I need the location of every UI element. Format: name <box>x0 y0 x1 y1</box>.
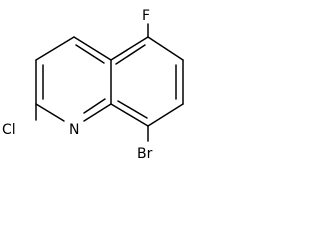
quinoline-structure-diagram: F N Cl Br <box>2 8 184 162</box>
bond-n1-c2 <box>35 103 65 122</box>
bond-c8-c8a <box>110 103 149 127</box>
double-bond-inner-c8-c8a <box>117 100 148 119</box>
bond-c3-c4 <box>73 36 112 61</box>
fluorine-label: F <box>142 8 150 24</box>
bond-c4a-n1 <box>83 103 112 122</box>
bond-c4-c5 <box>110 36 149 61</box>
double-bond-inner-c5-c4 <box>115 44 146 65</box>
chlorine-label: Cl <box>2 122 16 138</box>
bromine-label: Br <box>137 146 153 162</box>
bond-c7-c8 <box>147 103 184 127</box>
bond-c2-c3 <box>35 36 75 61</box>
nitrogen-label: N <box>69 122 79 138</box>
structure-canvas: F N Cl Br <box>0 0 190 176</box>
double-bond-inner-c4a-n1 <box>83 98 106 114</box>
double-bond-inner-c3-c4 <box>75 44 105 64</box>
bond-c5-c6 <box>147 36 184 61</box>
